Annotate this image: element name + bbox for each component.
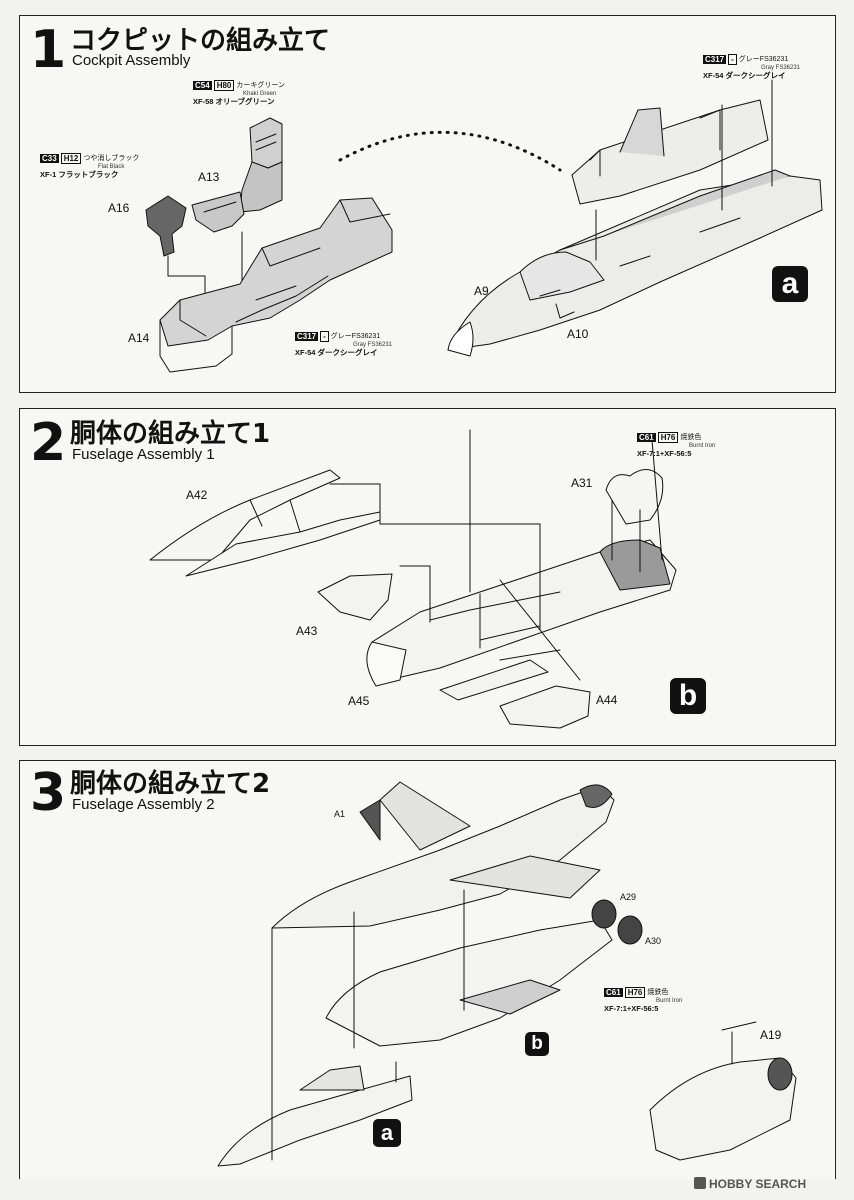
part-a44-panel bbox=[439, 659, 591, 729]
h-color-code: H76 bbox=[624, 987, 646, 999]
watermark-text: HOBBY SEARCH bbox=[709, 1177, 807, 1191]
part-label-a19: A19 bbox=[760, 1028, 782, 1042]
step-3-title-en: Fuselage Assembly 2 bbox=[72, 796, 215, 813]
part-label-a45: A45 bbox=[348, 694, 370, 708]
part-label-a9: A9 bbox=[474, 284, 489, 298]
part-label-a16: A16 bbox=[108, 201, 130, 215]
paint-mix: XF-7:1+XF-56:5 bbox=[604, 1004, 659, 1014]
h-color-code: H80 bbox=[213, 80, 235, 92]
paint-mix: XF-54 ダークシーグレイ bbox=[703, 71, 786, 81]
watermark-logo: HOBBY SEARCH bbox=[694, 1177, 806, 1191]
paint-mix: XF-54 ダークシーグレイ bbox=[295, 348, 378, 358]
part-forward-assembly-a bbox=[217, 1065, 413, 1167]
part-a14-cockpit-tub bbox=[159, 197, 393, 373]
part-label-a44: A44 bbox=[596, 693, 618, 707]
part-a42-canopy-rails bbox=[149, 469, 381, 577]
part-a9-seat-assembly bbox=[571, 99, 769, 205]
part-label-a42: A42 bbox=[186, 488, 208, 502]
paint-name-en: Gray FS36231 bbox=[353, 342, 393, 349]
h-color-code: - bbox=[320, 331, 329, 343]
step-2-title-en: Fuselage Assembly 1 bbox=[72, 446, 215, 463]
mr-color-code: C61 bbox=[637, 433, 656, 443]
h-color-code: H12 bbox=[60, 153, 82, 165]
part-a13-seat bbox=[191, 117, 283, 233]
step-1-title-en: Cockpit Assembly bbox=[72, 52, 191, 69]
paint-mix: XF-1 フラットブラック bbox=[40, 170, 119, 180]
h-color-code: - bbox=[728, 54, 737, 66]
step-3-title-jp: 胴体の組み立て2 bbox=[70, 769, 271, 799]
subassembly-b-badge: b bbox=[670, 678, 706, 714]
step-1-number: 1 bbox=[30, 20, 67, 80]
paint-name-jp: グレーFS36231 bbox=[738, 55, 789, 63]
part-label-a14: A14 bbox=[128, 331, 150, 345]
step-2-title-jp: 胴体の組み立て1 bbox=[70, 419, 271, 449]
paint-name-en: Gray FS36231 bbox=[761, 65, 801, 72]
paint-name-jp: 焼鉄色 bbox=[647, 988, 669, 996]
paint-name-jp: グレーFS36231 bbox=[330, 332, 381, 340]
step-2-number: 2 bbox=[30, 413, 67, 473]
part-a43-panel bbox=[317, 573, 393, 621]
part-label-a29: A29 bbox=[620, 892, 637, 902]
part-label-a31: A31 bbox=[571, 476, 593, 490]
hobby-search-icon bbox=[694, 1177, 706, 1189]
part-label-a13: A13 bbox=[198, 170, 220, 184]
subassembly-b-ref-badge: b bbox=[525, 1032, 549, 1056]
part-label-a43: A43 bbox=[296, 624, 318, 638]
mr-color-code: C61 bbox=[604, 988, 623, 998]
part-label-a1: A1 bbox=[334, 809, 346, 819]
mr-color-code: C33 bbox=[40, 154, 59, 164]
part-fuselage-lower bbox=[366, 539, 677, 687]
paint-name-en: Flat Black bbox=[98, 164, 125, 171]
paint-name-en: Burnt Iron bbox=[689, 443, 716, 450]
mr-color-code: C54 bbox=[193, 81, 212, 91]
part-a9-forward-fuselage bbox=[447, 169, 823, 357]
part-a16 bbox=[145, 195, 187, 257]
paint-name-jp: カーキグリーン bbox=[236, 81, 286, 89]
subassembly-a-ref-badge: a bbox=[373, 1119, 401, 1147]
paint-name-jp: 焼鉄色 bbox=[680, 433, 702, 441]
h-color-code: H76 bbox=[657, 432, 679, 444]
paint-name-en: Burnt Iron bbox=[656, 998, 683, 1005]
mr-color-code: C317 bbox=[295, 332, 319, 342]
part-a29-a30-exhaust bbox=[591, 899, 643, 945]
part-a1-upper-fuselage bbox=[271, 781, 615, 929]
subassembly-a-badge: a bbox=[772, 266, 808, 302]
part-a19-rear-section bbox=[649, 1021, 797, 1161]
paint-mix: XF-58 オリーブグリーン bbox=[193, 97, 275, 107]
mr-color-code: C317 bbox=[703, 55, 727, 65]
part-label-a10: A10 bbox=[567, 327, 589, 341]
paint-name-jp: つや消しブラック bbox=[83, 154, 140, 162]
part-fuselage-assembly-b bbox=[325, 919, 613, 1047]
step-1-title-jp: コクピットの組み立て bbox=[70, 26, 331, 56]
part-label-a30: A30 bbox=[645, 936, 662, 946]
paint-callout-gray-upper: C317-グレーFS36231 Gray FS36231 XF-54 ダークシー… bbox=[703, 54, 800, 81]
paint-callout-gray-lower: C317-グレーFS36231 Gray FS36231 XF-54 ダークシー… bbox=[295, 331, 392, 358]
paint-mix: XF-7:1+XF-56:5 bbox=[637, 449, 692, 459]
step-3-number: 3 bbox=[30, 763, 67, 823]
paint-name-en: Khaki Green bbox=[243, 91, 277, 98]
part-a31-exhaust-frame bbox=[605, 469, 664, 525]
